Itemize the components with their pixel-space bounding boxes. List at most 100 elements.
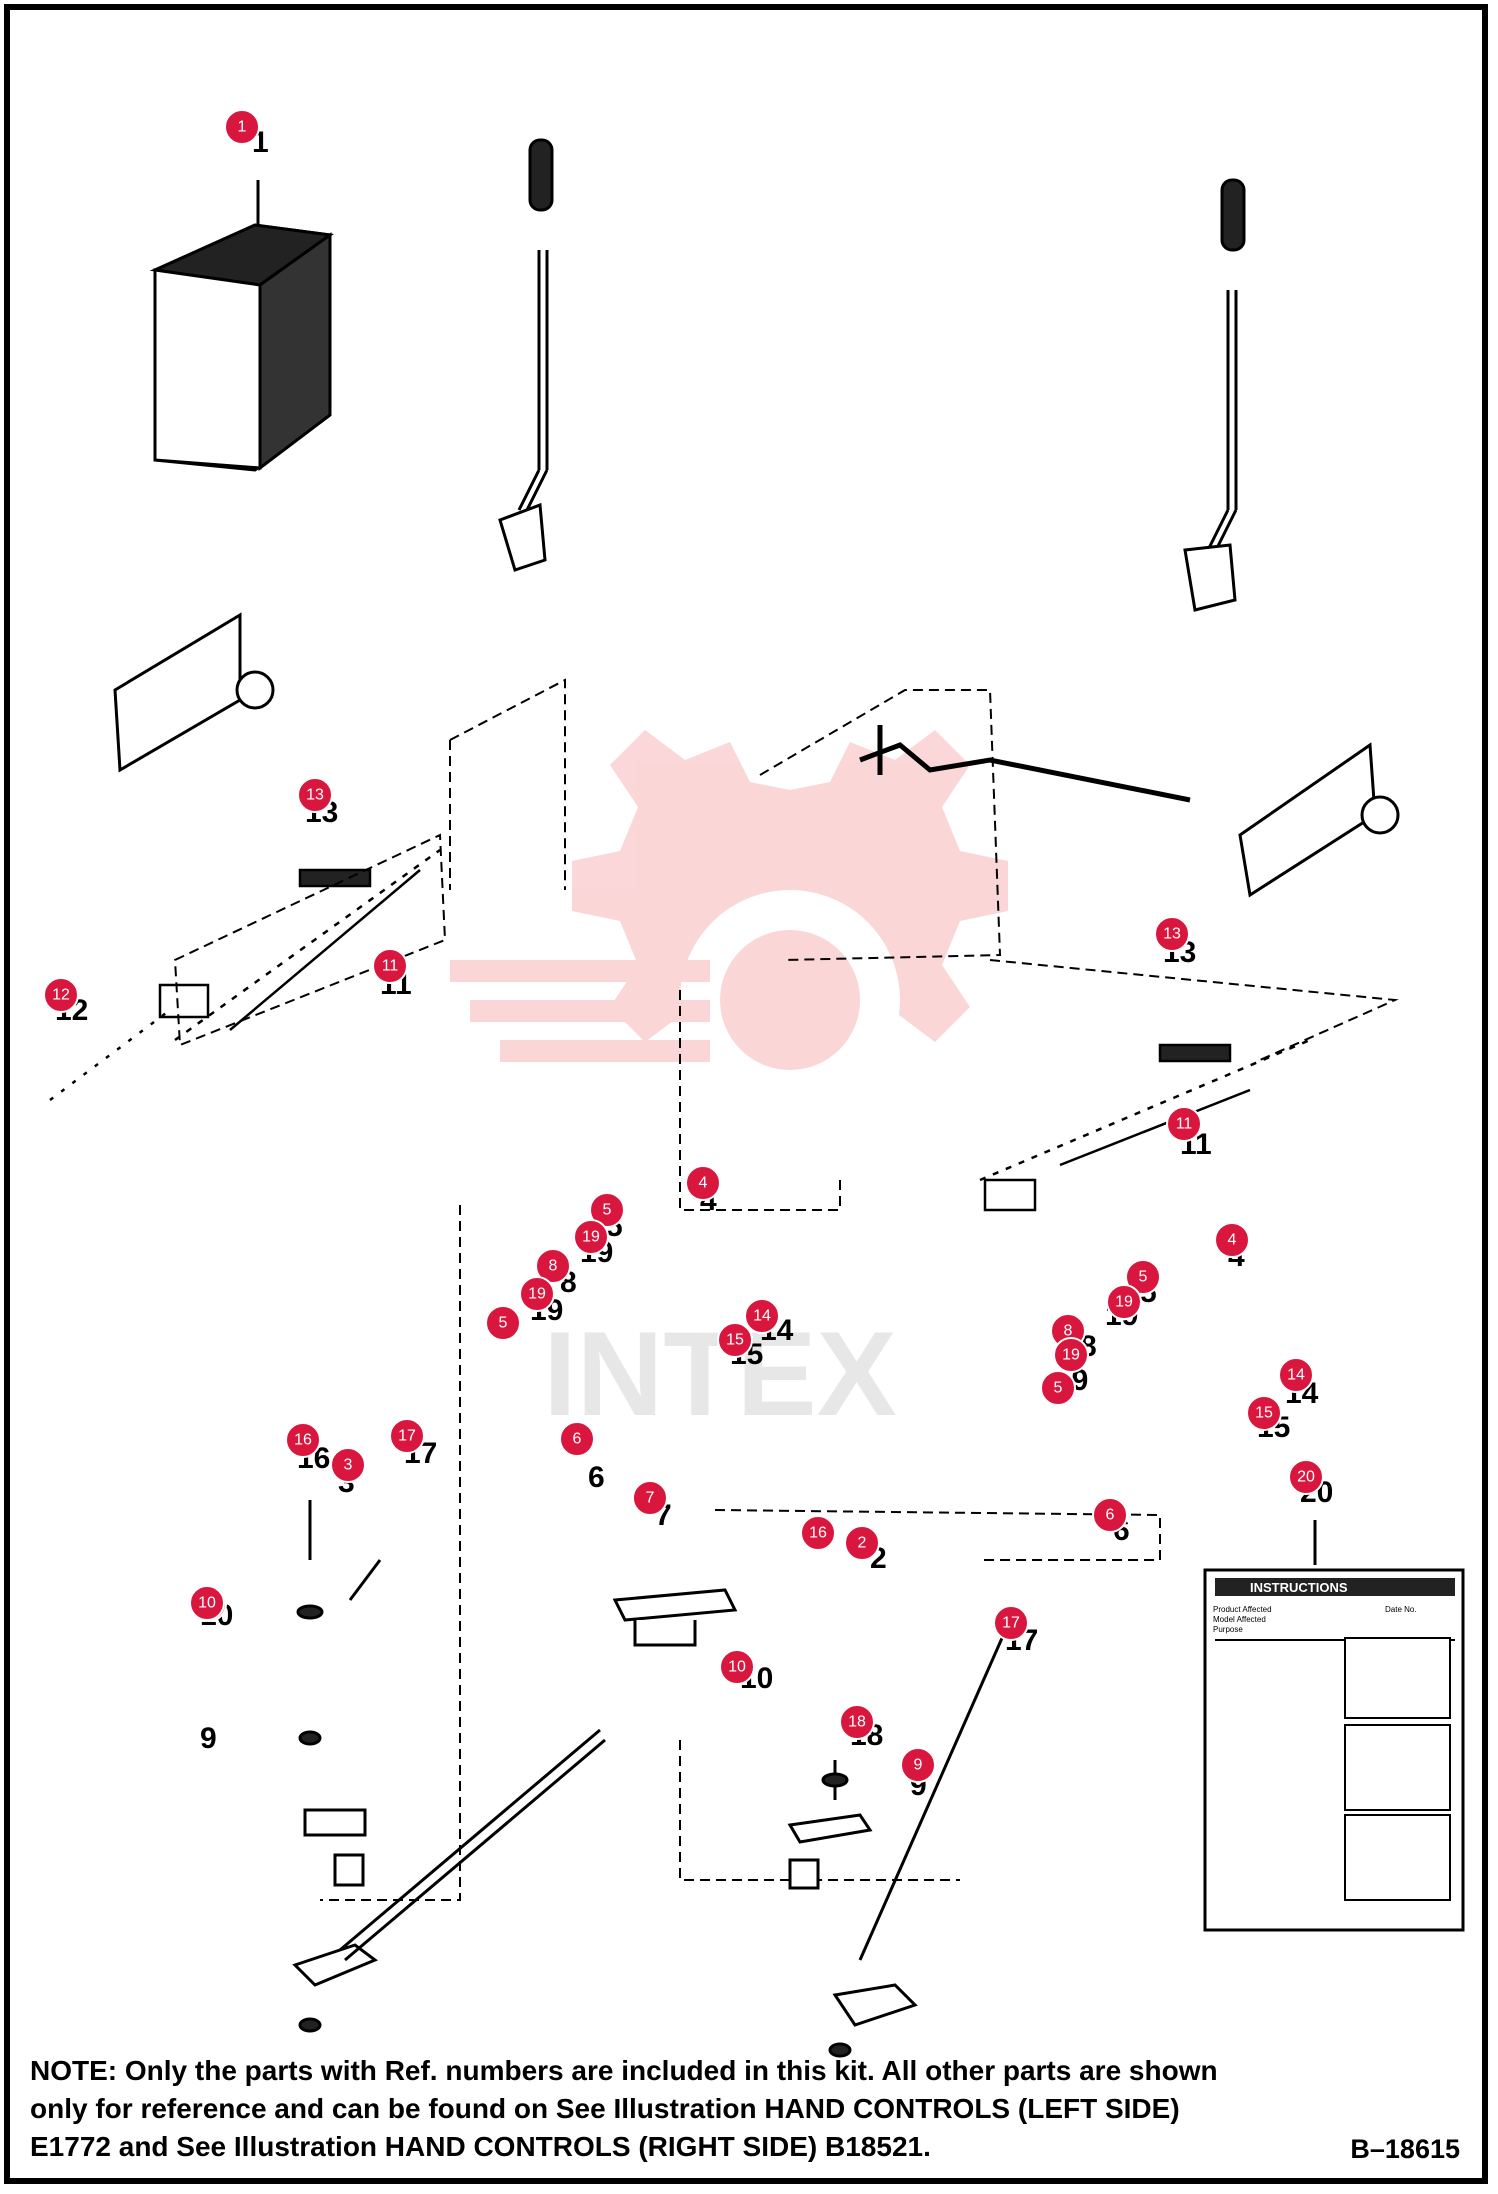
callout-badge-circle [224,109,260,145]
callout-badge-label: 2 [858,1535,867,1552]
instruction-sheet-header: INSTRUCTIONS [1250,1580,1348,1595]
callout-badge: 9 [900,1747,936,1783]
figure-id: B–18615 [1350,2134,1460,2164]
callout-badge-circle [389,1418,425,1454]
callout-badge-label: 20 [1297,1469,1315,1486]
callout-badge-label: 18 [848,1714,866,1731]
callout-badge: 7 [632,1480,668,1516]
callout-badge-label: 19 [582,1229,600,1246]
callout-badge: 17 [389,1418,425,1454]
callout-badge-label: 16 [294,1432,312,1449]
callout-badge-circle [485,1305,521,1341]
note-line-3: E1772 and See Illustration HAND CONTROLS… [30,2131,931,2162]
kit-box [149,180,334,472]
callout-badge-label: 10 [198,1595,216,1612]
watermark-gear [450,730,1008,1110]
callout-badge: 4 [1214,1222,1250,1258]
callout-badge-circle [535,1248,571,1284]
callout-badge: 19 [1053,1337,1089,1373]
callout-badge: 19 [573,1219,609,1255]
callout-badge: 4 [685,1165,721,1201]
callout-badge: 13 [1154,916,1190,952]
callout-badge-label: 13 [306,787,324,804]
instruction-sheet-line-1: Product Affected [1213,1605,1272,1614]
callout-badge: 12 [43,977,79,1013]
callout-badge-label: 8 [1064,1323,1073,1340]
left-side-plate [113,612,275,773]
callout-badge-label: 16 [809,1525,827,1542]
callout-badge: 5 [485,1305,521,1341]
kit-note: NOTE: Only the parts with Ref. numbers a… [30,2052,1360,2166]
callout-badge-label: 12 [52,987,70,1004]
callout-badge: 16 [800,1515,836,1551]
callout-badge-label: 7 [646,1490,655,1507]
callout-badge-circle [1166,1106,1202,1142]
callout-badge: 15 [1246,1395,1282,1431]
callout-badge: 8 [535,1248,571,1284]
callout-badge-label: 4 [699,1175,708,1192]
callout-badge: 11 [372,948,408,984]
callout-badge: 6 [559,1421,595,1457]
ref-number: 9 [200,1722,217,1755]
callout-badge-circle [1278,1357,1314,1393]
callout-badge-circle [844,1525,880,1561]
callout-badge-label: 15 [1255,1405,1273,1422]
callout-badge-circle [189,1585,225,1621]
dashed-outlines [173,678,1399,1901]
instruction-sheet: INSTRUCTIONS Product Affected Model Affe… [1203,1520,1465,1932]
callout-layer: 1234455556678899101011111213131414151516… [43,109,1324,1783]
callout-badge: 10 [719,1649,755,1685]
callout-badge-label: 13 [1163,926,1181,943]
callout-badge-label: 4 [1228,1232,1237,1249]
callout-badge: 16 [285,1422,321,1458]
right-lower-hardware [787,1619,1012,2058]
right-linkage-assembly [979,1038,1311,1212]
callout-badge-circle [1246,1395,1282,1431]
callout-badge-circle [1092,1497,1128,1533]
left-linkage-assembly [49,848,441,1101]
callout-badge-circle [1106,1284,1142,1320]
callout-badge: 3 [330,1447,366,1483]
callout-badge-label: 15 [726,1332,744,1349]
left-hand-lever [498,138,554,572]
callout-badge-label: 19 [528,1286,546,1303]
callout-badge-label: 14 [1287,1367,1305,1384]
center-bracket [612,1588,738,1647]
note-line-2: only for reference and can be found on S… [30,2093,1180,2124]
callout-badge-circle [297,777,333,813]
callout-badge-circle [632,1480,668,1516]
callout-badge-circle [589,1192,625,1228]
callout-badge-circle [559,1421,595,1457]
callout-badge-circle [330,1447,366,1483]
callout-badge-circle [285,1422,321,1458]
callout-badge-label: 6 [573,1431,582,1448]
callout-badge-circle [719,1649,755,1685]
callout-badge-label: 1 [238,119,247,136]
callout-badge: 10 [189,1585,225,1621]
note-line-1: NOTE: Only the parts with Ref. numbers a… [30,2055,1218,2086]
callout-badge: 20 [1288,1459,1324,1495]
callout-badge-label: 5 [1139,1269,1148,1286]
callout-badge-label: 5 [603,1202,612,1219]
callout-badge: 6 [1092,1497,1128,1533]
callout-badge-label: 19 [1062,1347,1080,1364]
callout-badge-circle [900,1747,936,1783]
center-shaft [859,725,1191,803]
watermark-text: INTEX [543,1307,896,1441]
callout-badge-circle [1125,1259,1161,1295]
callout-badge-circle [744,1298,780,1334]
callout-badge-label: 8 [549,1258,558,1275]
callout-badge: 15 [717,1322,753,1358]
callout-badge-circle [800,1515,836,1551]
callout-badge-circle [717,1322,753,1358]
callout-badge-label: 3 [344,1457,353,1474]
callout-badge: 13 [297,777,333,813]
callout-badge: 14 [744,1298,780,1334]
callout-badge-label: 17 [1002,1615,1020,1632]
callout-badge: 19 [1106,1284,1142,1320]
callout-badge: 18 [839,1704,875,1740]
callout-badge: 17 [993,1605,1029,1641]
callout-badge-circle [1154,916,1190,952]
callout-badge-circle [1288,1459,1324,1495]
